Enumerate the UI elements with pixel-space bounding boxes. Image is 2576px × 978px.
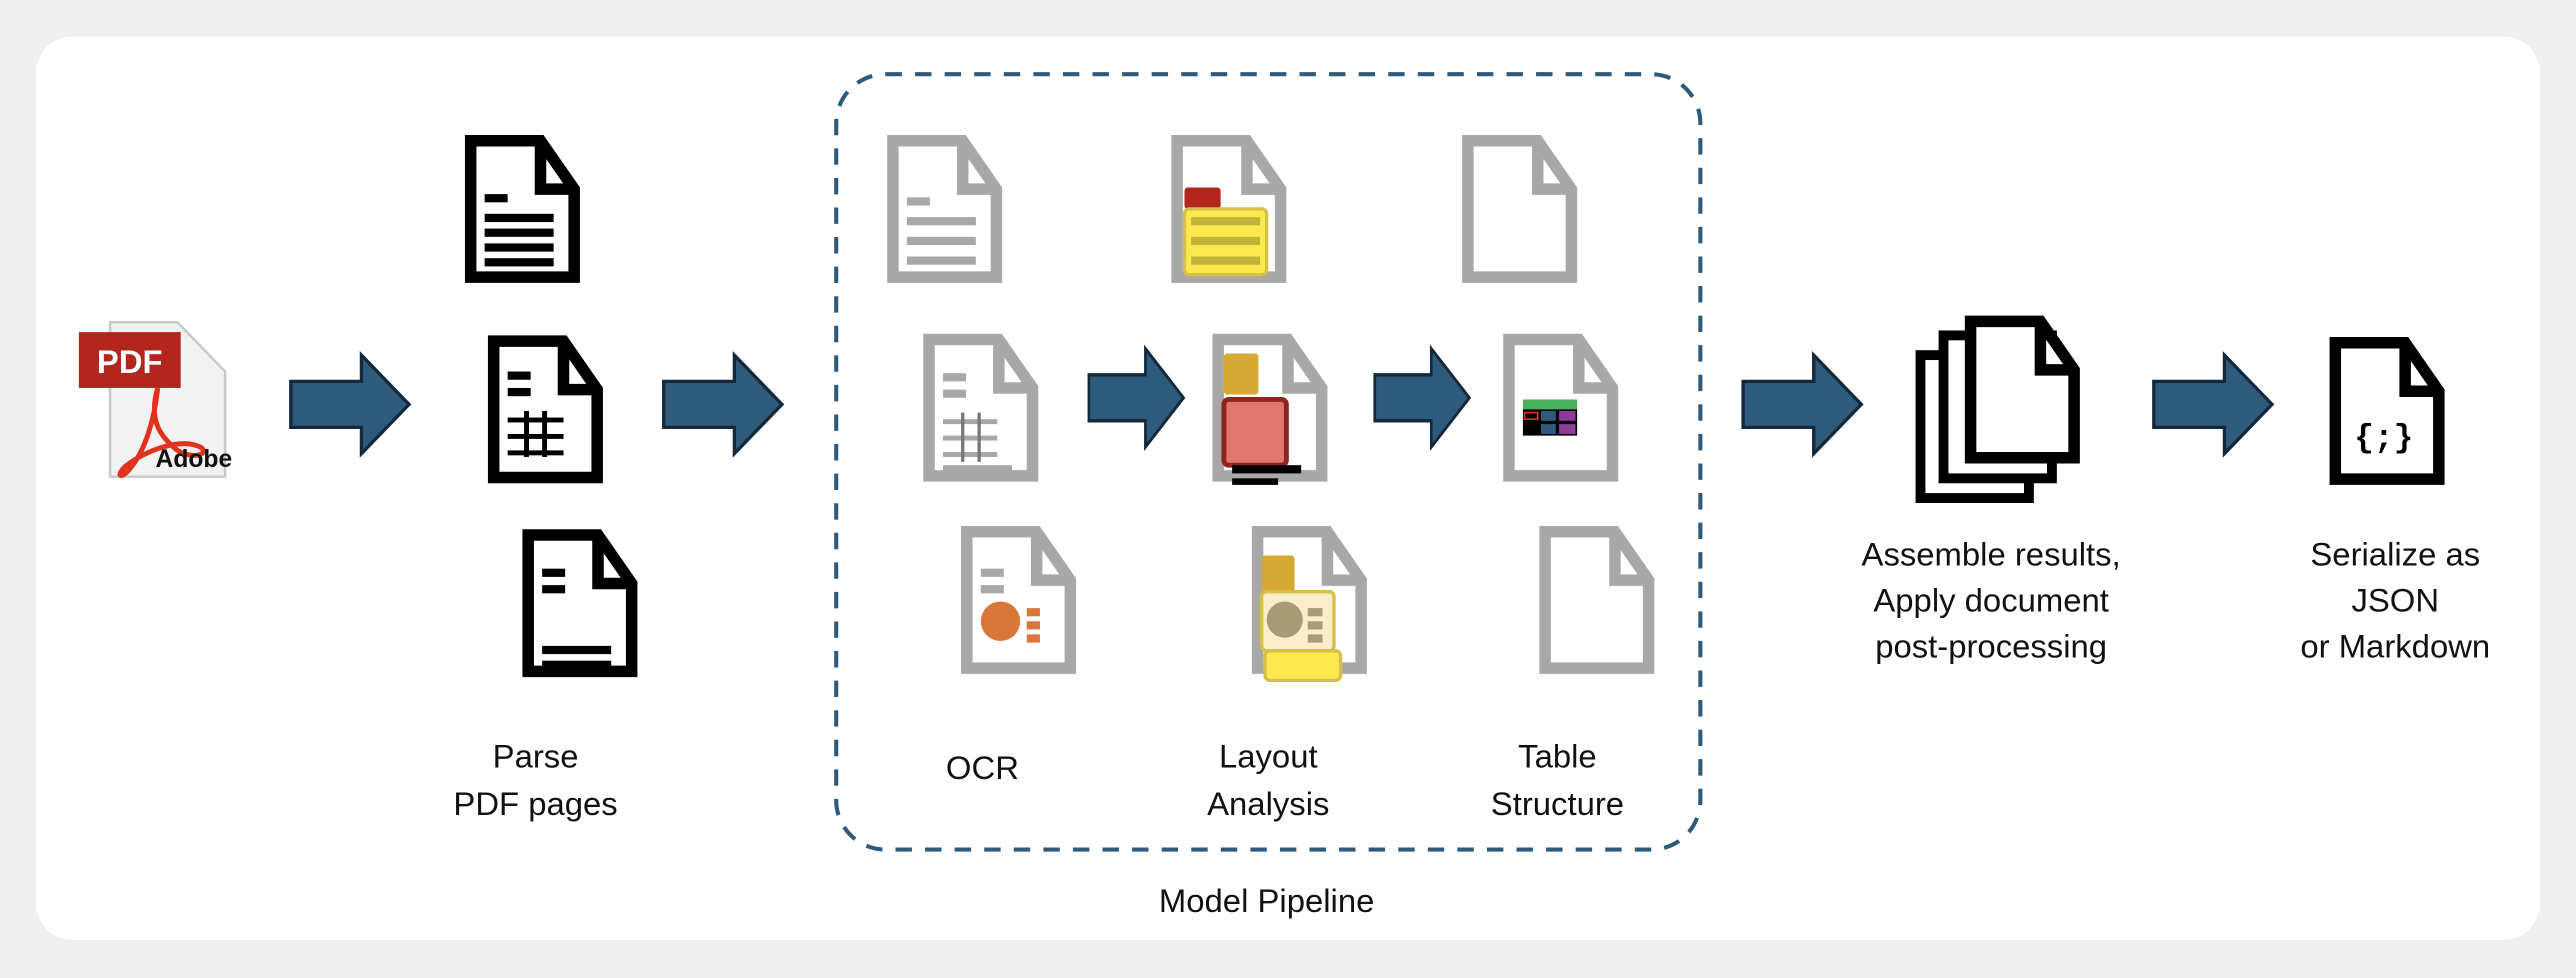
assemble-label-1: Assemble results, [1862,535,2121,572]
model-pipeline-title: Model Pipeline [1159,882,1374,919]
table-empty-document-icon [1468,141,1572,277]
text-document-icon [471,141,575,277]
table-document-icon [494,341,598,477]
stacked-documents-icon [1915,321,2075,503]
ocr-label: OCR [946,749,1019,786]
serialize-label-3: or Markdown [2300,627,2490,664]
assemble-label-3: post-processing [1875,627,2107,664]
diagram-card [36,36,2540,940]
adobe-logo-text: Adobe [156,446,233,473]
table-structure-document-icon [1509,340,1613,476]
layout-label-2: Analysis [1207,785,1329,822]
pdf-file-icon: PDF Adobe [78,321,233,478]
parse-label-2: PDF pages [453,785,617,822]
json-document-icon: {;} [2335,343,2439,479]
table-empty-document-icon [1545,532,1649,668]
pdf-logo-text: PDF [97,343,163,380]
layout-table-document-icon [1218,340,1322,485]
ocr-chart-document-icon [967,532,1071,668]
serialize-label-1: Serialize as [2310,535,2480,572]
table-label-2: Structure [1491,785,1624,822]
parse-label-1: Parse [493,737,579,774]
table-label-1: Table [1518,737,1597,774]
layout-label-1: Layout [1219,737,1318,774]
json-braces-text: {;} [2354,420,2413,457]
layout-text-document-icon [1177,141,1281,277]
serialize-label-2: JSON [2351,581,2439,618]
ocr-table-document-icon [929,340,1033,476]
assemble-label-2: Apply document [1873,581,2109,618]
ocr-text-document-icon [893,141,997,277]
form-document-icon [528,535,632,671]
layout-chart-document-icon [1258,532,1362,683]
